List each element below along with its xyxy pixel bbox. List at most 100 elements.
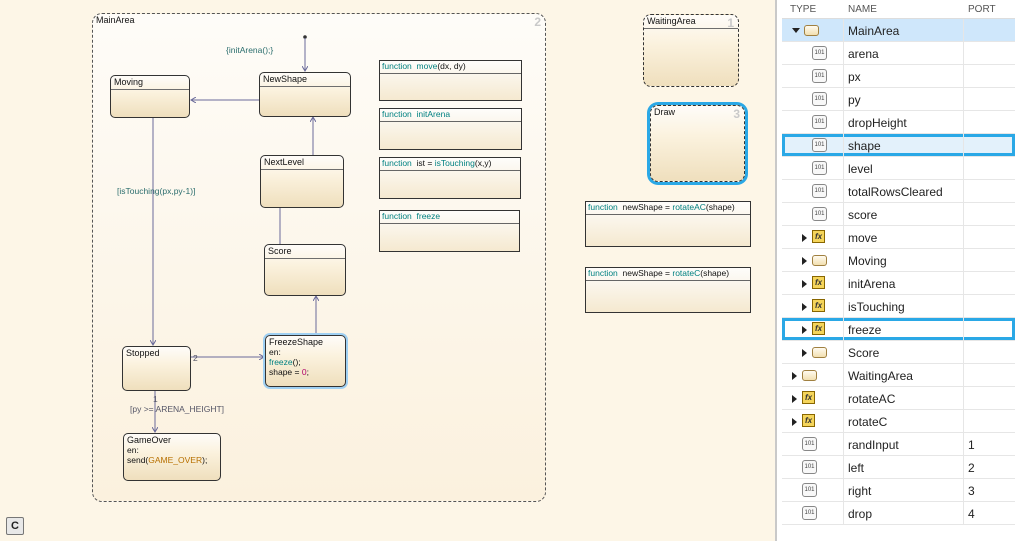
state-score-label: Score [268,246,292,256]
state-score[interactable]: Score [264,244,346,296]
symbol-row-moving[interactable]: Moving [782,249,1015,272]
symbol-name: dropHeight [848,116,907,130]
symbol-row-left[interactable]: 101 left 2 [782,456,1015,479]
header-port[interactable]: PORT [968,4,996,15]
symbol-row-mainarea[interactable]: MainArea [782,19,1015,42]
function-move[interactable]: function move(dx, dy) [379,60,522,101]
state-newshape-label: NewShape [263,74,308,84]
state-moving[interactable]: Moving [110,75,190,118]
function-icon: fx [802,414,815,427]
input-data-icon: 101 [802,460,817,474]
expand-arrow-icon[interactable] [802,257,807,265]
panel-splitter[interactable] [775,0,777,541]
transition-label-touching[interactable]: [isTouching(px,py-1)] [117,186,196,196]
state-gameover[interactable]: GameOver en: send(GAME_OVER); [123,433,221,481]
expand-arrow-icon[interactable] [802,303,807,311]
function-rotatec[interactable]: function newShape = rotateC(shape) [585,267,751,313]
state-draw[interactable]: Draw 3 [650,105,745,182]
data-icon: 101 [812,161,827,175]
symbol-row-arena[interactable]: 101 arena [782,42,1015,65]
function-icon: fx [802,391,815,404]
expand-arrow-icon[interactable] [802,234,807,242]
symbol-name: score [848,208,878,222]
transition-label-height[interactable]: [py >= ARENA_HEIGHT] [130,404,225,414]
expand-arrow-icon[interactable] [792,372,797,380]
input-data-icon: 101 [802,483,817,497]
symbol-name: rotateC [848,415,888,429]
state-freezeshape[interactable]: FreezeShape en: freeze(); shape = 0; [265,335,346,387]
symbols-header: TYPE NAME PORT [782,0,1015,19]
expand-arrow-icon[interactable] [802,326,807,334]
transition-order-1: 1 [153,394,158,404]
function-rotatec-signature: function newShape = rotateC(shape) [588,268,730,278]
state-nextlevel[interactable]: NextLevel [260,155,344,208]
data-icon: 101 [812,115,827,129]
function-istouching[interactable]: function ist = isTouching(x,y) [379,157,521,199]
function-initarena[interactable]: function initArena [379,108,522,150]
symbol-row-score[interactable]: 101 score [782,203,1015,226]
collapse-arrow-icon[interactable] [792,28,800,33]
function-freeze[interactable]: function freeze [379,210,520,252]
state-waitingarea-order: 1 [727,16,734,30]
symbol-row-waitingarea[interactable]: WaitingArea [782,364,1015,387]
state-draw-label: Draw [654,107,676,117]
state-stopped[interactable]: Stopped [122,346,191,391]
c-button[interactable]: C [6,517,24,535]
symbol-row-rotatec[interactable]: fx rotateC [782,410,1015,433]
state-icon [812,255,827,266]
symbol-name: left [848,461,865,475]
header-name[interactable]: NAME [848,4,877,15]
symbol-row-score[interactable]: Score [782,341,1015,364]
function-rotateac[interactable]: function newShape = rotateAC(shape) [585,201,751,247]
expand-arrow-icon[interactable] [802,280,807,288]
symbol-row-level[interactable]: 101 level [782,157,1015,180]
data-icon: 101 [812,46,827,60]
symbol-name: Score [848,346,880,360]
state-waitingarea-label: WaitingArea [647,16,696,26]
data-icon: 101 [812,207,827,221]
state-freezeshape-label: FreezeShape [269,337,324,347]
symbol-name: py [848,93,861,107]
state-moving-label: Moving [114,77,144,87]
state-gameover-label: GameOver [127,435,172,445]
expand-arrow-icon[interactable] [792,418,797,426]
symbol-name: px [848,70,861,84]
state-waitingarea[interactable]: WaitingArea 1 [643,14,739,87]
function-freeze-signature: function freeze [382,211,441,221]
symbol-name: randInput [848,438,899,452]
symbol-name: shape [848,139,881,153]
symbol-name: drop [848,507,873,521]
symbol-row-px[interactable]: 101 px [782,65,1015,88]
symbol-name: level [848,162,873,176]
header-type[interactable]: TYPE [790,4,817,15]
expand-arrow-icon[interactable] [802,349,807,357]
symbol-port: 3 [968,484,975,498]
state-icon [804,25,819,36]
symbol-row-dropheight[interactable]: 101 dropHeight [782,111,1015,134]
transition-label-init[interactable]: {initArena();} [226,45,274,55]
symbol-port: 2 [968,461,975,475]
expand-arrow-icon[interactable] [792,395,797,403]
state-newshape[interactable]: NewShape [259,72,351,117]
chart-canvas[interactable]: MainArea 2 {initArena();} [isTouching(px… [0,0,777,541]
symbol-port: 4 [968,507,975,521]
symbol-name: WaitingArea [848,369,913,383]
function-icon: fx [812,322,825,335]
data-icon: 101 [812,69,827,83]
symbol-name: arena [848,47,879,61]
symbol-name: move [848,231,878,245]
function-rotateac-signature: function newShape = rotateAC(shape) [588,202,735,212]
input-data-icon: 101 [802,437,817,451]
